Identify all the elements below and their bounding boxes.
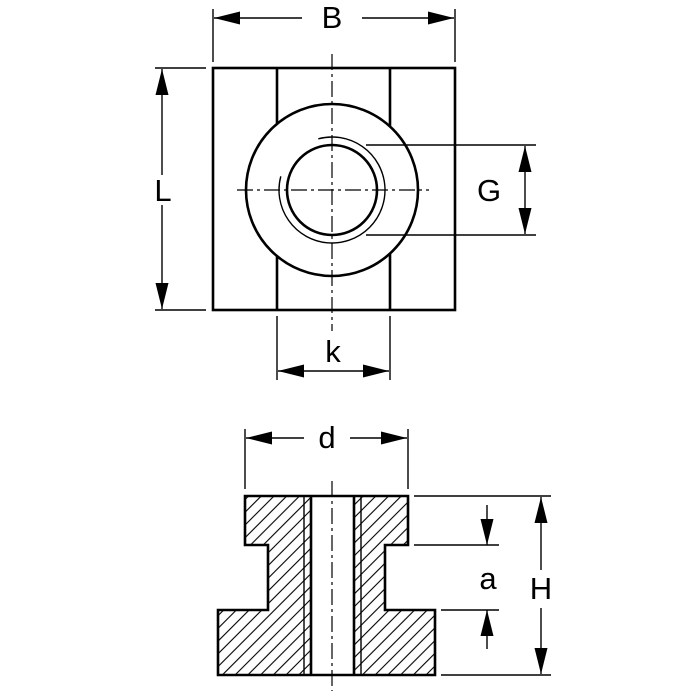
dim-label-height: H: [530, 571, 552, 606]
dimension-a: a: [414, 505, 499, 649]
arrow-up-icon: [155, 69, 169, 95]
dim-label-length: L: [154, 173, 171, 208]
tongue-edges: [275, 68, 392, 310]
dim-label-step-height: a: [479, 561, 497, 596]
dimension-G: G: [366, 144, 536, 236]
dimension-H: H: [414, 495, 552, 676]
arrow-down-icon: [155, 283, 169, 309]
arrow-right-icon: [381, 431, 407, 445]
dim-label-width: B: [322, 0, 343, 35]
arrow-left-icon: [214, 11, 240, 25]
dimension-k: k: [276, 316, 391, 380]
top-view-centerlines: [237, 54, 429, 331]
arrow-right-icon: [363, 364, 389, 378]
arrow-down-icon: [534, 648, 548, 674]
dimension-B: B: [212, 0, 456, 62]
dimension-L: L: [154, 67, 206, 311]
thread-arc: [278, 136, 386, 244]
section-view: d a H: [216, 420, 552, 691]
arrow-up-icon: [480, 610, 494, 636]
arrow-up-icon: [534, 497, 548, 523]
arrow-right-icon: [428, 11, 454, 25]
arrow-left-icon: [246, 431, 272, 445]
dim-label-key-width: k: [325, 334, 341, 369]
section-outline: [216, 494, 437, 677]
arrow-up-icon: [518, 146, 532, 172]
dim-label-thread: G: [477, 173, 501, 208]
top-view: B L G: [154, 0, 536, 380]
arrow-left-icon: [278, 364, 304, 378]
dimension-d: d: [244, 420, 409, 489]
arrow-down-icon: [480, 519, 494, 545]
hatch-left: [218, 496, 311, 675]
nut-body-outline: [211, 66, 457, 312]
hatch-right: [354, 496, 435, 675]
arrow-down-icon: [518, 208, 532, 234]
section-hole-lines: [303, 496, 362, 675]
dim-label-diameter: d: [318, 420, 335, 455]
